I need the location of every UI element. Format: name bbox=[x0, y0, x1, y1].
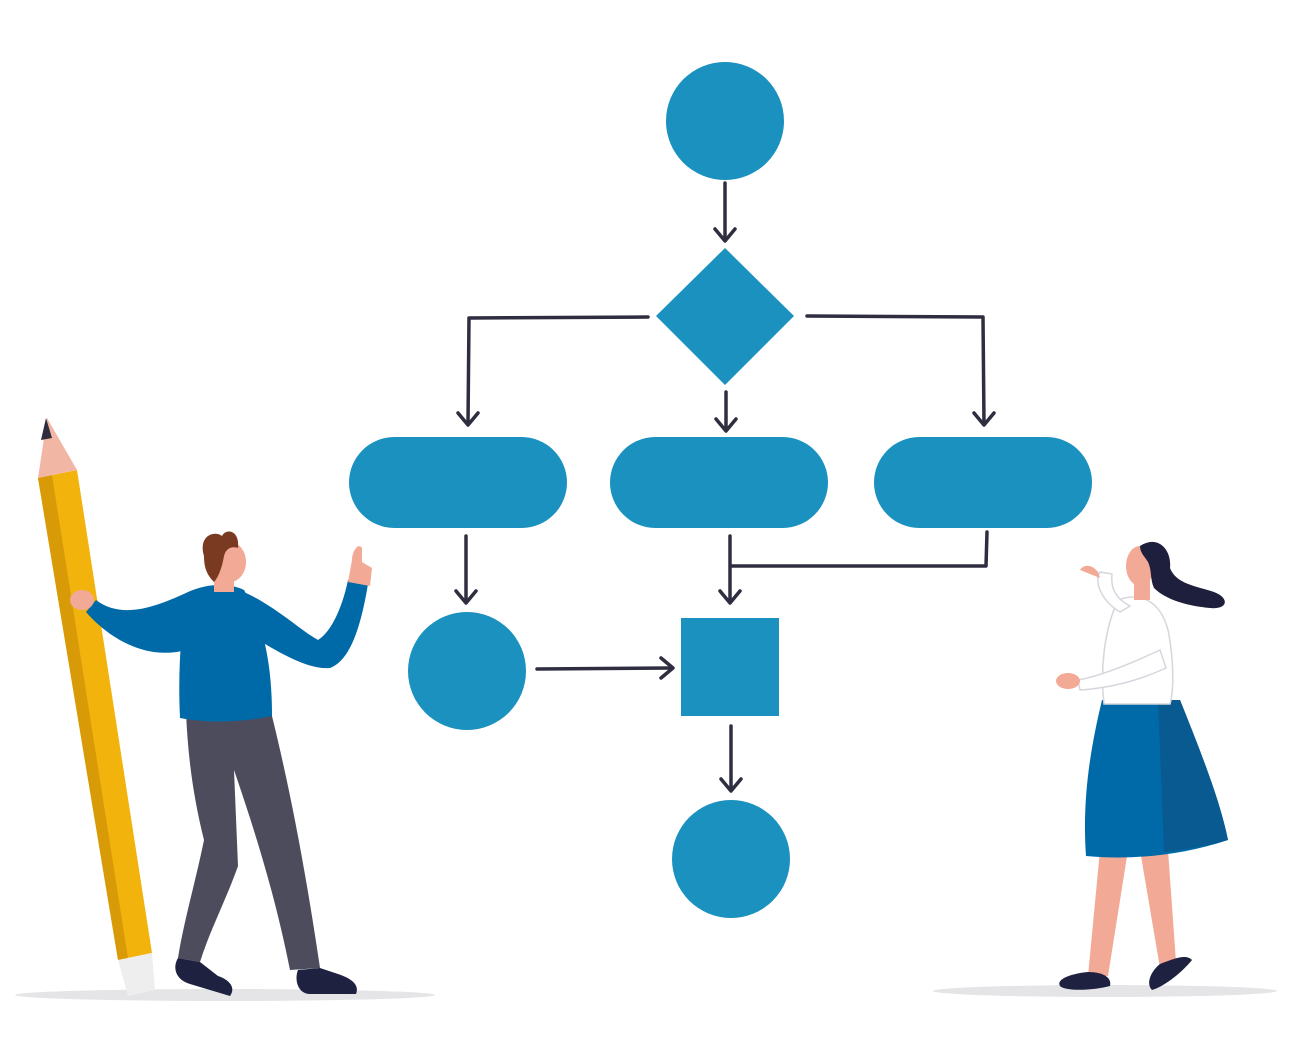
pencil-icon bbox=[38, 418, 155, 996]
woman-right-leg bbox=[1140, 850, 1176, 968]
woman-lower-hand bbox=[1056, 673, 1080, 689]
decision-node bbox=[656, 248, 794, 385]
woman-left-leg bbox=[1088, 850, 1128, 976]
end-node bbox=[672, 800, 790, 918]
edge-process-right-merge bbox=[730, 530, 989, 568]
merge-node bbox=[681, 618, 779, 716]
flowchart-edges bbox=[454, 181, 996, 793]
process-node-right bbox=[874, 437, 1092, 528]
edge-process-left-connector bbox=[454, 534, 478, 605]
pencil-eraser bbox=[118, 953, 155, 996]
pencil-body-shade bbox=[38, 475, 128, 960]
edge-process-middle-merge bbox=[718, 534, 742, 605]
man-shirt bbox=[179, 584, 272, 722]
woman-lower-arm bbox=[1077, 648, 1167, 691]
man-right-shoe bbox=[296, 968, 357, 994]
start-node bbox=[666, 62, 784, 180]
edge-decision-process-right bbox=[805, 314, 996, 427]
pencil-wood-tip bbox=[38, 418, 77, 478]
woman-upper-arm bbox=[1097, 571, 1132, 613]
edge-decision-process-left bbox=[456, 315, 650, 427]
man-left-shoe bbox=[175, 958, 233, 996]
woman-gesturing-icon bbox=[1056, 541, 1228, 990]
man-right-arm bbox=[238, 580, 368, 669]
process-node-middle bbox=[610, 437, 828, 528]
pencil-lead bbox=[41, 418, 52, 440]
woman-blouse bbox=[1101, 596, 1174, 705]
man-pants bbox=[178, 708, 320, 970]
edge-connector-merge bbox=[535, 656, 675, 680]
edge-decision-process-middle bbox=[714, 390, 738, 433]
woman-upper-hand bbox=[1080, 565, 1100, 578]
connector-node-left bbox=[408, 612, 526, 730]
woman-right-shoe bbox=[1149, 957, 1192, 990]
process-node-left bbox=[349, 437, 567, 528]
woman-hair bbox=[1140, 541, 1225, 609]
edge-merge-end bbox=[719, 724, 743, 793]
woman-skirt-shade bbox=[1158, 700, 1228, 852]
flowchart-nodes bbox=[349, 62, 1092, 918]
ground-shadow-right bbox=[933, 985, 1277, 997]
man-hair bbox=[202, 531, 239, 582]
man-left-arm bbox=[86, 592, 188, 653]
edge-start-decision bbox=[713, 181, 737, 243]
woman-left-shoe bbox=[1059, 972, 1111, 990]
man-left-hand bbox=[70, 590, 94, 610]
man-right-hand bbox=[348, 546, 372, 586]
man-pointing-up-icon bbox=[70, 531, 372, 996]
